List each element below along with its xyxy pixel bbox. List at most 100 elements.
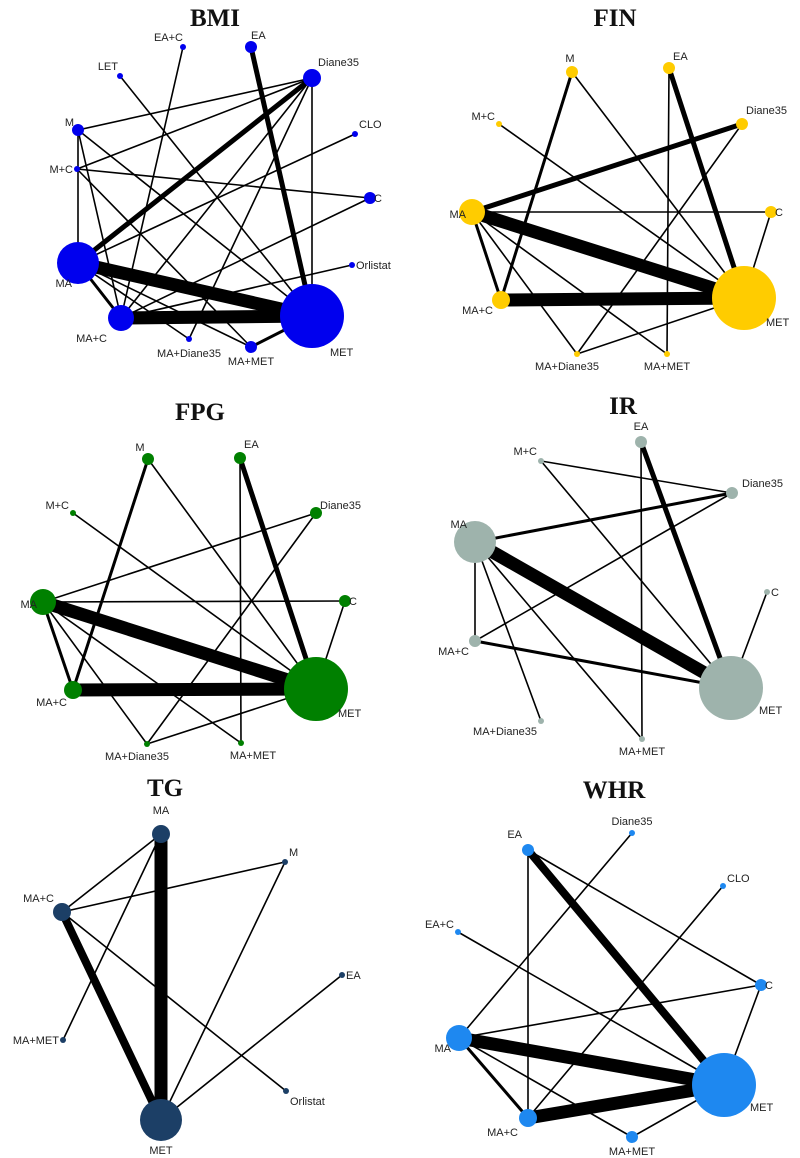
node-label-fpg-m-c: M+C (45, 500, 69, 512)
panel-title-fin: FIN (593, 5, 636, 32)
node-fin-ma-met (664, 351, 670, 357)
edge-fpg-ma-mamet (42, 601, 242, 744)
node-whr-ea-c (455, 929, 461, 935)
node-fpg-ea (234, 452, 246, 464)
edge-ir-ma-madiane35 (474, 541, 542, 722)
edge-bmi-mc-c (76, 168, 371, 199)
edge-bmi-diane35-mc (76, 77, 313, 170)
node-label-ir-m-c: M+C (513, 446, 537, 458)
node-fin-m (566, 66, 578, 78)
node-label-tg-orlistat: Orlistat (290, 1096, 325, 1108)
edge-fin-diane35-ma (469, 121, 745, 215)
panel-title-ir: IR (609, 393, 638, 420)
edge-fin-ma-met (465, 205, 751, 305)
node-label-bmi-clo: CLO (359, 119, 382, 131)
edge-tg-mac-met (58, 908, 165, 1124)
edge-fpg-mac-met (66, 682, 323, 697)
edge-tg-mac-orlistat (61, 911, 287, 1092)
node-bmi-ma (57, 242, 99, 284)
panel-fin-edges (465, 65, 772, 355)
node-label-bmi-ea-c: EA+C (154, 32, 183, 44)
node-bmi-clo (352, 131, 358, 137)
node-fin-ea (663, 62, 675, 74)
node-label-whr-ma-met: MA+MET (609, 1146, 655, 1158)
edge-fin-m-mac (499, 70, 574, 302)
node-label-whr-ma-c: MA+C (487, 1127, 518, 1139)
node-label-tg-ma-met: MA+MET (13, 1035, 59, 1047)
edge-tg-mac-m (61, 861, 286, 913)
edge-fpg-diane35-ma (42, 512, 317, 603)
edge-whr-ma-mac (457, 1036, 530, 1120)
node-bmi-ea (245, 41, 257, 53)
node-tg-ma-c (53, 903, 71, 921)
node-label-ir-met: MET (759, 705, 783, 717)
node-label-fin-c: C (775, 207, 783, 219)
edge-whr-ma-c (458, 984, 762, 1039)
node-bmi-c (364, 192, 376, 204)
node-fpg-ma-c (64, 681, 82, 699)
node-whr-diane35 (629, 830, 635, 836)
node-label-fin-ma-met: MA+MET (644, 361, 690, 373)
node-fpg-m-c (70, 510, 76, 516)
node-label-ir-ea: EA (634, 421, 649, 433)
node-label-fin-diane35: Diane35 (746, 105, 787, 117)
edge-fpg-ma-c (42, 600, 346, 603)
node-label-fin-ma-diane35: MA+Diane35 (535, 361, 599, 373)
edge-bmi-c-mac (120, 197, 371, 319)
node-label-ir-ma-met: MA+MET (619, 746, 665, 758)
edge-bmi-mc-mamet (76, 168, 252, 348)
node-label-ir-ma-c: MA+C (438, 646, 469, 658)
node-whr-ma-met (626, 1131, 638, 1143)
node-tg-ma-met (60, 1037, 66, 1043)
node-label-fpg-ma: MA (21, 599, 38, 611)
panel-tg-edges (58, 827, 343, 1127)
edge-ir-mac-met (473, 639, 733, 690)
node-label-fpg-diane35: Diane35 (320, 500, 361, 512)
node-tg-met (140, 1099, 182, 1141)
panel-fpg-edges (36, 455, 346, 745)
panel-ir-edges (468, 439, 768, 740)
edge-fin-ma-mamet (471, 211, 668, 355)
panel-title-fpg: FPG (175, 399, 225, 426)
panel-bmi-edges (71, 44, 371, 349)
edge-fpg-diane35-madiane35 (146, 512, 317, 745)
edge-bmi-m-met (77, 129, 313, 317)
node-ir-diane35 (726, 487, 738, 499)
node-label-fpg-c: C (349, 596, 357, 608)
edge-fpg-ma-madiane35 (42, 601, 148, 745)
edge-fpg-m-mac (71, 457, 150, 692)
node-whr-ea (522, 844, 534, 856)
node-label-bmi-m-c: M+C (49, 164, 73, 176)
node-label-bmi-ma-diane35: MA+Diane35 (157, 348, 221, 360)
node-fin-ma-c (492, 291, 510, 309)
node-bmi-m-c (74, 166, 80, 172)
node-label-fpg-met: MET (338, 708, 362, 720)
node-fpg-ma-met (238, 740, 244, 746)
node-tg-ea (339, 972, 345, 978)
node-label-fpg-ma-c: MA+C (36, 697, 67, 709)
edge-bmi-clo-ma (77, 133, 356, 264)
edge-ir-ea-met (638, 439, 734, 691)
node-fin-ma (459, 199, 485, 225)
edge-fin-mc-met (498, 123, 745, 299)
node-bmi-orlistat (349, 262, 355, 268)
edge-tg-m-met (160, 861, 286, 1121)
node-ir-ma-diane35 (538, 718, 544, 724)
node-label-whr-met: MET (750, 1102, 774, 1114)
edge-ir-ma-mamet (474, 541, 643, 740)
node-fin-met (712, 266, 776, 330)
edge-tg-ea-met (160, 974, 343, 1121)
node-label-whr-ma: MA (435, 1043, 452, 1055)
node-label-ir-ma-diane35: MA+Diane35 (473, 726, 537, 738)
node-ir-ea (635, 436, 647, 448)
node-ir-ma-c (469, 635, 481, 647)
node-ir-ma (454, 521, 496, 563)
edge-whr-ma-mamet (458, 1037, 633, 1138)
panel-title-tg: TG (147, 775, 183, 802)
edge-whr-clo-mac (527, 885, 724, 1119)
edge-bmi-ma-madiane35 (77, 262, 190, 340)
